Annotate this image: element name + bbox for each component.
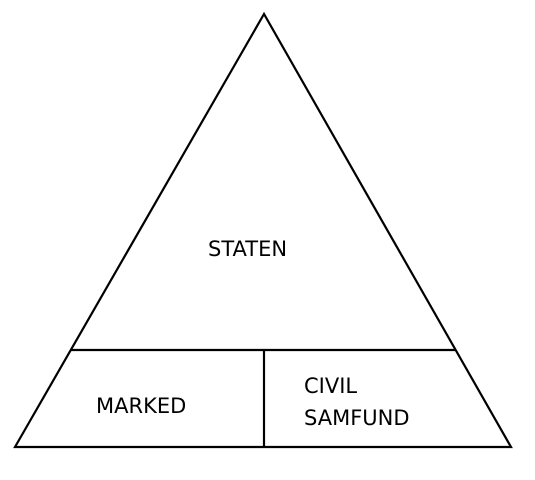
civil-label-line2: SAMFUND [304,406,410,430]
staten-label: STATEN [208,237,288,261]
civil-label-line1: CIVIL [304,374,358,398]
marked-label: MARKED [96,394,187,418]
civil-samfund-label: CIVIL SAMFUND [304,370,410,434]
